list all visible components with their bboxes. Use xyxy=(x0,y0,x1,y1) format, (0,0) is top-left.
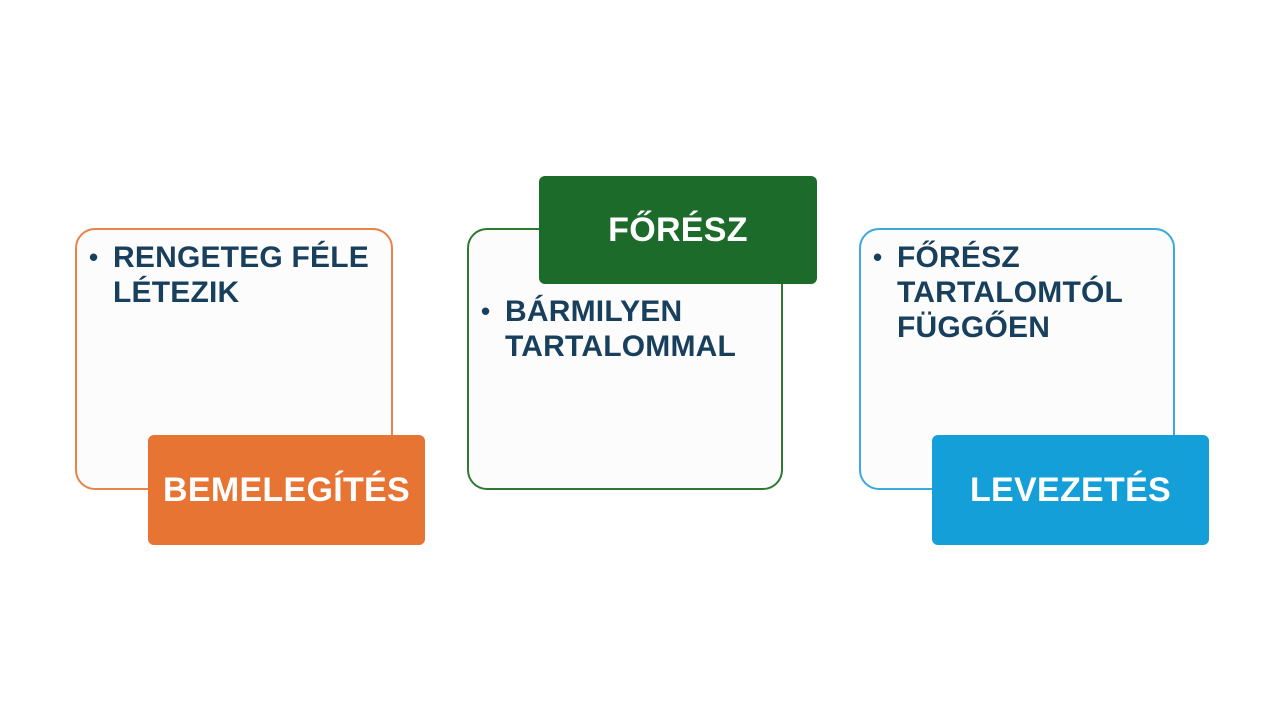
cooldown-label: LEVEZETÉS xyxy=(932,435,1209,545)
main-bullet-list: BÁRMILYEN TARTALOMMAL xyxy=(479,294,771,364)
cooldown-bullet-list: FŐRÉSZ TARTALOMTÓL FÜGGŐEN xyxy=(871,240,1163,345)
main-label: FŐRÉSZ xyxy=(539,176,817,284)
warmup-bullet-list: RENGETEG FÉLE LÉTEZIK xyxy=(87,240,381,310)
main-bullet-item: BÁRMILYEN TARTALOMMAL xyxy=(479,294,771,364)
cooldown-bullet-item: FŐRÉSZ TARTALOMTÓL FÜGGŐEN xyxy=(871,240,1163,345)
warmup-label: BEMELEGÍTÉS xyxy=(148,435,425,545)
warmup-bullet-item: RENGETEG FÉLE LÉTEZIK xyxy=(87,240,381,310)
